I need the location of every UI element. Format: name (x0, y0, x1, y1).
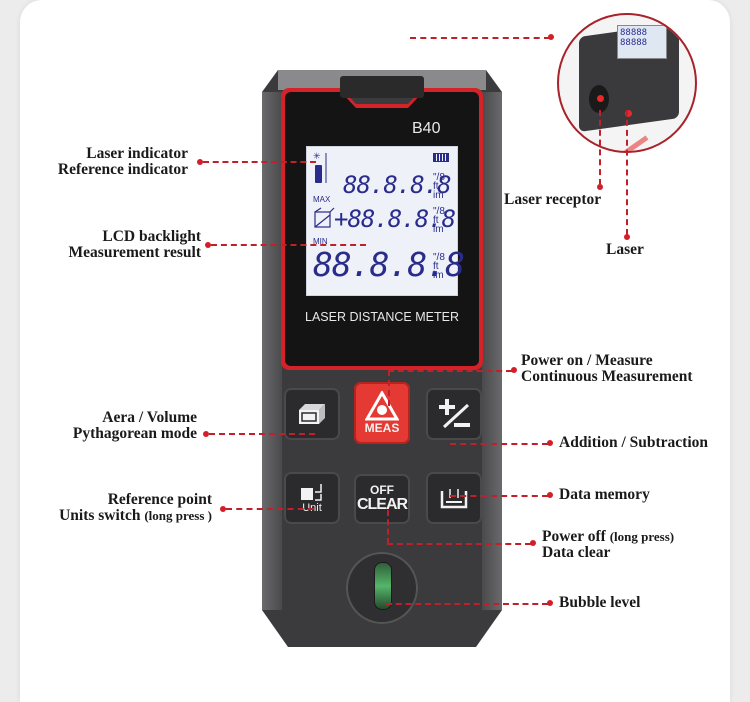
label-data-memory: Data memory (559, 486, 650, 503)
laser-emitter-dot (625, 110, 632, 117)
off-clear-button[interactable]: OFF CLEAR (354, 474, 410, 524)
callout-dot (205, 242, 211, 248)
label-bubble-level: Bubble level (559, 594, 641, 611)
bubble-level (346, 552, 418, 624)
callout-line (209, 433, 315, 435)
model-label: B40 (412, 120, 441, 137)
callout-dot (547, 600, 553, 606)
inset-lcd: 88888 88888 (617, 25, 667, 59)
add-subtract-button[interactable] (426, 388, 482, 440)
svg-text:✳: ✳ (313, 151, 321, 161)
reference-point-icon (301, 484, 322, 501)
callout-dot (220, 506, 226, 512)
callout-line (387, 510, 389, 544)
callout-line (203, 161, 316, 163)
memory-icon (440, 489, 468, 509)
unit-reference-button[interactable]: Unit (284, 472, 340, 524)
device-side-left (262, 92, 282, 610)
callout-dot (511, 367, 517, 373)
label-reference-point: Reference point Units switch (long press… (59, 491, 212, 524)
max-tag: MAX (313, 195, 331, 204)
callout-line (211, 244, 366, 246)
area-volume-lcd-icon (314, 207, 335, 228)
callout-line (387, 543, 531, 545)
callout-line (599, 110, 601, 185)
lcd-row-2: +88.8.8.8 (334, 205, 456, 233)
top-notch (340, 76, 424, 98)
meas-label: MEAS (364, 421, 400, 435)
callout-dot (547, 492, 553, 498)
battery-icon (433, 153, 449, 162)
area-volume-icon (299, 404, 325, 424)
callout-dot (530, 540, 536, 546)
callout-line (388, 370, 512, 372)
label-add-subtract: Addition / Subtraction (559, 434, 709, 451)
laser-head-inset: 88888 88888 (557, 13, 697, 153)
callout-line (226, 508, 314, 510)
receptor-dot (597, 95, 604, 102)
bubble-vial (374, 562, 392, 610)
callout-line (626, 110, 628, 235)
callout-dot (547, 440, 553, 446)
lcd-row-3: 88.8.8.8 (313, 245, 465, 284)
callout-dot (548, 34, 554, 40)
laser-warning-icon (365, 391, 399, 421)
off-label: OFF (370, 483, 394, 497)
inset-callout-line (410, 37, 550, 39)
clear-label: CLEAR (356, 496, 408, 513)
device-side-right (482, 92, 502, 610)
callout-line (450, 495, 548, 497)
callout-line (388, 370, 390, 406)
callout-dot (624, 234, 630, 240)
callout-dot (597, 184, 603, 190)
label-power-off: Power off (long press) Data clear (542, 528, 675, 561)
label-laser-receptor: Laser receptor (504, 191, 602, 208)
brand-text: LASER DISTANCE METER (305, 310, 459, 324)
callout-line (450, 443, 548, 445)
plus-minus-icon (439, 399, 470, 429)
callout-dot (203, 431, 209, 437)
laser-reference-icon: ✳ (313, 151, 327, 183)
min-tag: MIN (313, 237, 328, 246)
meas-button[interactable]: MEAS (354, 382, 410, 444)
callout-dot (197, 159, 203, 165)
lcd-row-1: 88.8.8.8 (343, 171, 452, 199)
memory-button[interactable] (426, 472, 482, 524)
label-laser: Laser (606, 241, 644, 258)
callout-line (386, 603, 548, 605)
area-volume-button[interactable] (284, 388, 340, 440)
